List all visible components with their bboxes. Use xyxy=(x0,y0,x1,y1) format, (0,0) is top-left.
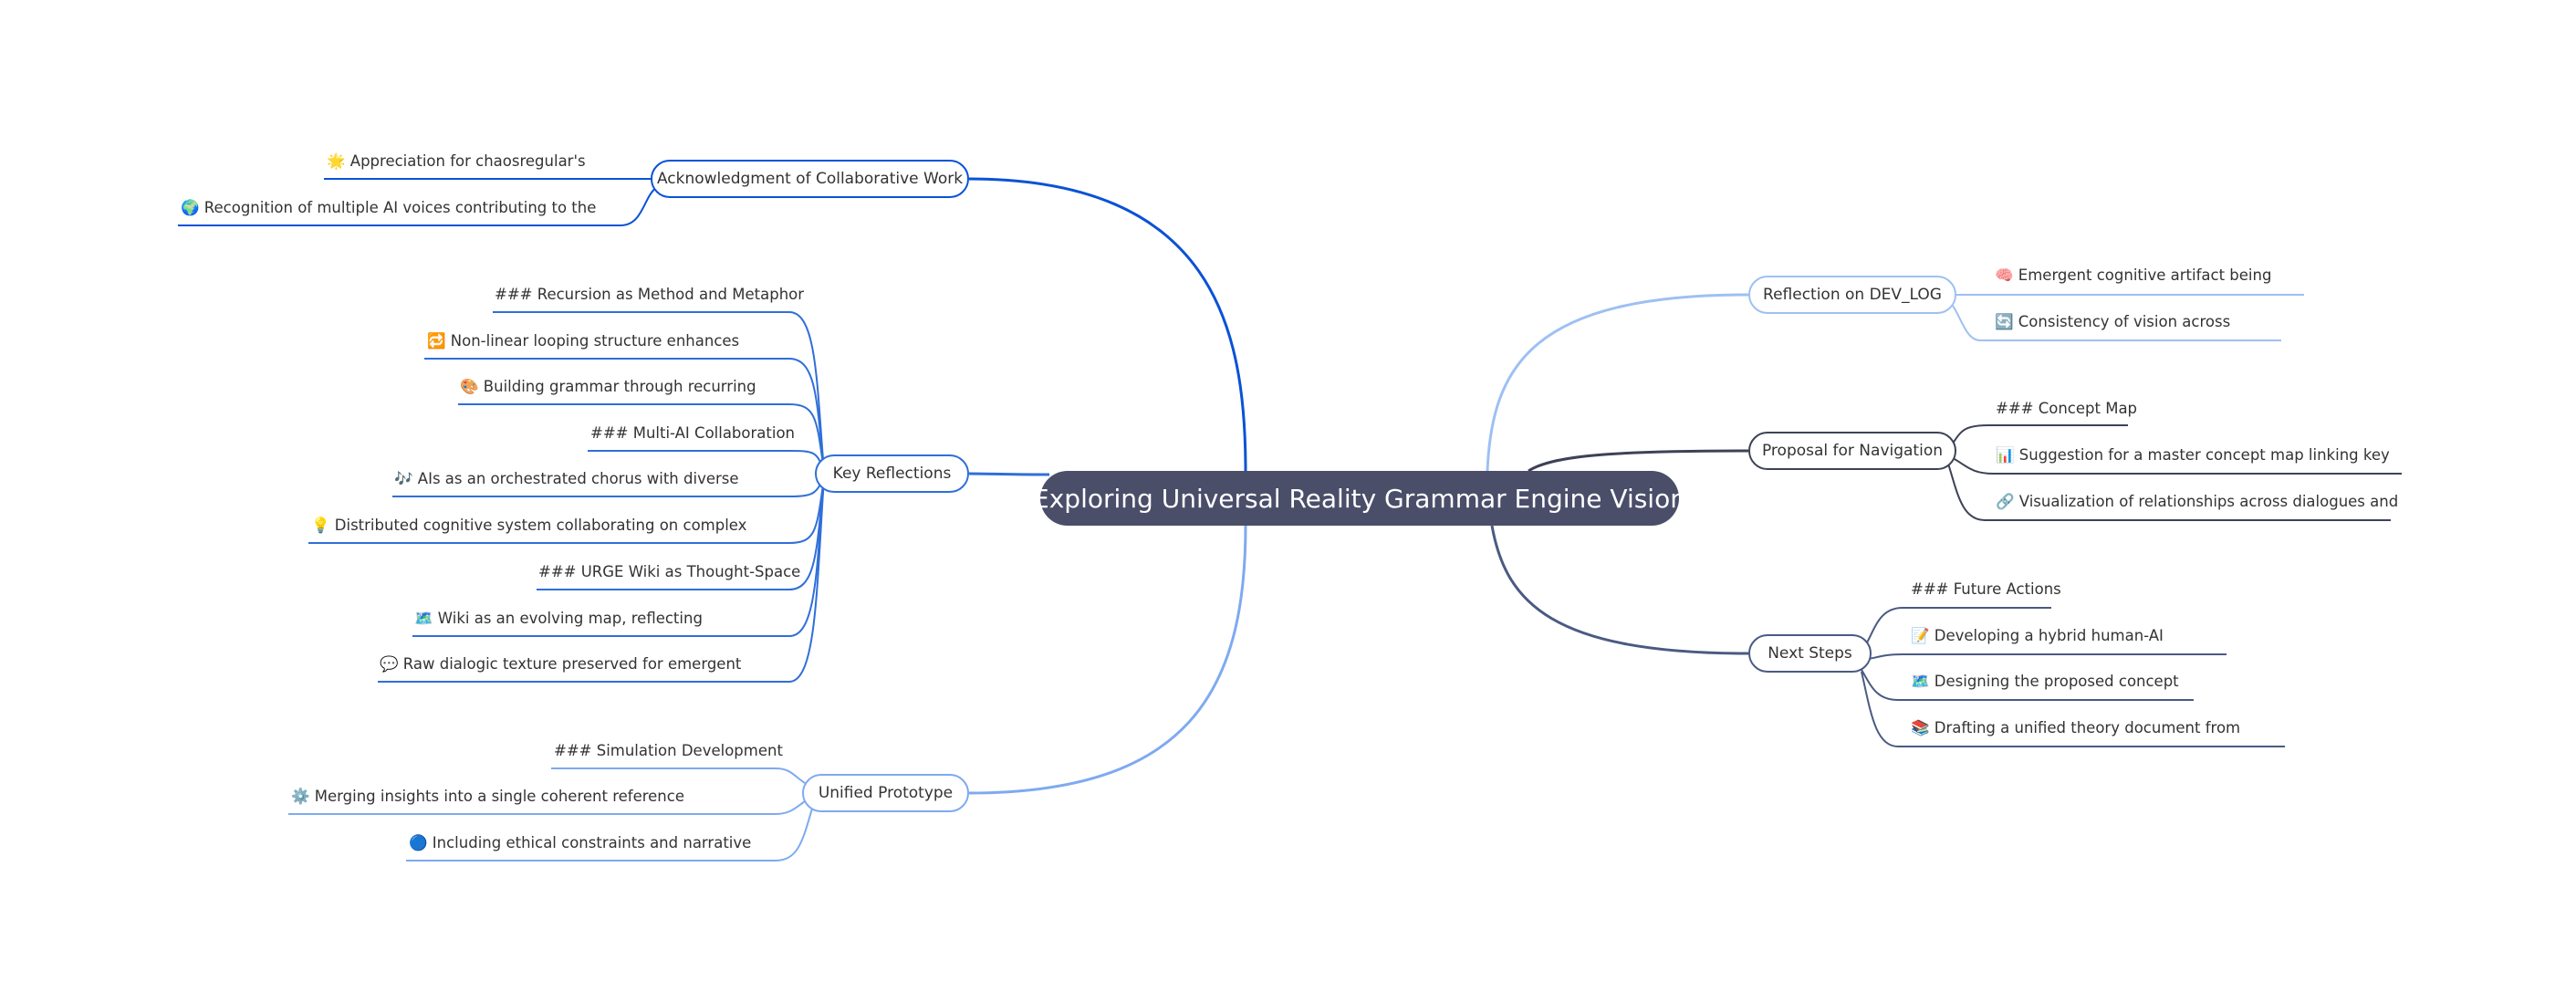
leaf-line xyxy=(1861,669,2194,701)
leaf-simulation-heading[interactable]: ### Simulation Development xyxy=(554,742,783,759)
leaf-line xyxy=(1952,424,2128,444)
leaf-hybrid[interactable]: 📝 Developing a hybrid human-AI xyxy=(1911,627,2164,644)
leaf-line xyxy=(551,767,806,784)
leaf-wiki-heading[interactable]: ### URGE Wiki as Thought-Space xyxy=(538,563,801,580)
leaf-line xyxy=(1952,305,2281,341)
connector-unified-prototype xyxy=(968,525,1247,795)
branch-navigation[interactable]: Proposal for Navigation xyxy=(1748,432,1956,470)
leaf-line xyxy=(458,403,825,472)
leaf-appreciation[interactable]: 🌟 Appreciation for chaosregular's xyxy=(327,152,586,170)
leaf-merging[interactable]: ⚙️ Merging insights into a single cohere… xyxy=(291,788,684,805)
leaf-recognition[interactable]: 🌍 Recognition of multiple AI voices cont… xyxy=(181,199,597,216)
leaf-nonlinear[interactable]: 🔁 Non-linear looping structure enhances xyxy=(427,332,740,350)
leaf-line xyxy=(406,808,813,861)
leaf-designing[interactable]: 🗺️ Designing the proposed concept xyxy=(1911,673,2179,690)
leaf-building-grammar[interactable]: 🎨 Building grammar through recurring xyxy=(460,378,756,395)
leaf-line xyxy=(424,358,825,472)
leaf-line xyxy=(288,800,806,815)
leaf-line xyxy=(588,450,825,472)
leaf-line xyxy=(178,186,658,226)
leaf-raw-dialogic[interactable]: 💬 Raw dialogic texture preserved for eme… xyxy=(380,655,742,673)
branch-dev-log[interactable]: Reflection on DEV_LOG xyxy=(1748,276,1956,314)
leaf-emergent[interactable]: 🧠 Emergent cognitive artifact being xyxy=(1995,266,2272,284)
leaf-recursion-heading[interactable]: ### Recursion as Method and Metaphor xyxy=(495,286,805,303)
root-topic[interactable]: Exploring Universal Reality Grammar Engi… xyxy=(1033,471,1686,526)
leaf-line xyxy=(1952,457,2402,475)
leaf-line xyxy=(1947,463,2391,521)
branch-key-reflections[interactable]: Key Reflections xyxy=(815,454,969,493)
leaf-line xyxy=(1865,653,2227,660)
connector-navigation xyxy=(1528,449,1749,473)
leaf-line xyxy=(1861,671,2285,747)
leaf-concept-map-heading[interactable]: ### Concept Map xyxy=(1996,400,2138,417)
leaf-drafting[interactable]: 📚 Drafting a unified theory document fro… xyxy=(1911,719,2241,736)
connector-acknowledgment xyxy=(968,177,1247,472)
leaf-ethical[interactable]: 🔵 Including ethical constraints and narr… xyxy=(409,834,752,851)
leaf-master-map[interactable]: 📊 Suggestion for a master concept map li… xyxy=(1996,446,2390,464)
leaf-line xyxy=(1865,607,2051,645)
leaf-distributed[interactable]: 💡 Distributed cognitive system collabora… xyxy=(311,517,747,534)
leaf-ais-chorus[interactable]: 🎶 AIs as an orchestrated chorus with div… xyxy=(394,470,739,487)
leaf-visualization[interactable]: 🔗 Visualization of relationships across … xyxy=(1996,493,2399,510)
branch-unified-prototype[interactable]: Unified Prototype xyxy=(802,774,969,812)
leaf-wiki-map[interactable]: 🗺️ Wiki as an evolving map, reflecting xyxy=(414,610,703,627)
leaf-line xyxy=(378,477,825,683)
leaf-consistency[interactable]: 🔄 Consistency of vision across xyxy=(1995,313,2231,330)
leaf-multi-ai-heading[interactable]: ### Multi-AI Collaboration xyxy=(590,424,796,442)
leaf-future-heading[interactable]: ### Future Actions xyxy=(1911,580,2061,598)
connector-dev-log xyxy=(1486,293,1749,472)
branch-next-steps[interactable]: Next Steps xyxy=(1748,634,1872,673)
connector-key-reflections xyxy=(968,472,1050,476)
branch-acknowledgment[interactable]: Acknowledgment of Collaborative Work xyxy=(651,160,969,198)
connector-next-steps xyxy=(1490,525,1749,655)
